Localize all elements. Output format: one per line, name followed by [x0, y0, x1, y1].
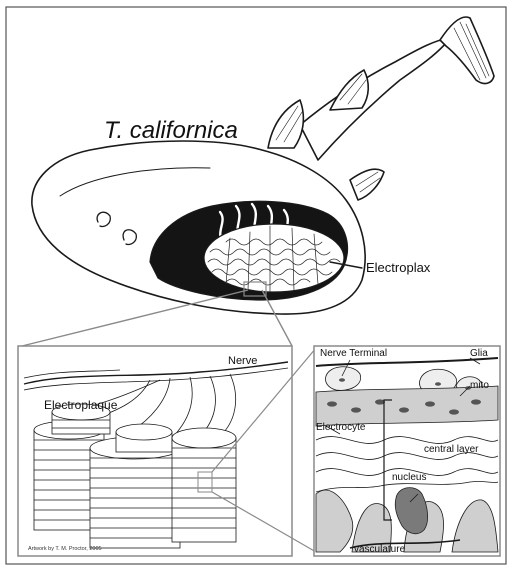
- nucleus-label: nucleus: [392, 472, 426, 483]
- central-layer-label: central layer: [424, 444, 479, 455]
- electrocyte-label: Electrocyte: [316, 422, 366, 433]
- electroplaque-label: Electroplaque: [44, 398, 118, 412]
- dorsal-fin-2: [268, 100, 303, 148]
- pelvic-fin: [350, 169, 384, 200]
- dorsal-fin-1: [330, 70, 368, 110]
- mito-band: [316, 386, 498, 426]
- nerve-label: Nerve: [228, 355, 257, 367]
- vasculature-label: vasculature: [354, 544, 406, 555]
- artwork-credit: Artwork by T. M. Proctor, 2005: [28, 546, 102, 552]
- nerve-terminal-label: Nerve Terminal: [320, 348, 387, 359]
- glia-label: Glia: [470, 348, 488, 359]
- ray-tail: [300, 38, 450, 160]
- stack-5: [172, 428, 236, 542]
- species-title: T. californica: [104, 117, 238, 144]
- stack-4: [116, 424, 172, 452]
- mito-label: mito: [470, 380, 489, 391]
- electroplax-label: Electroplax: [366, 260, 431, 275]
- stack-3: [90, 437, 180, 548]
